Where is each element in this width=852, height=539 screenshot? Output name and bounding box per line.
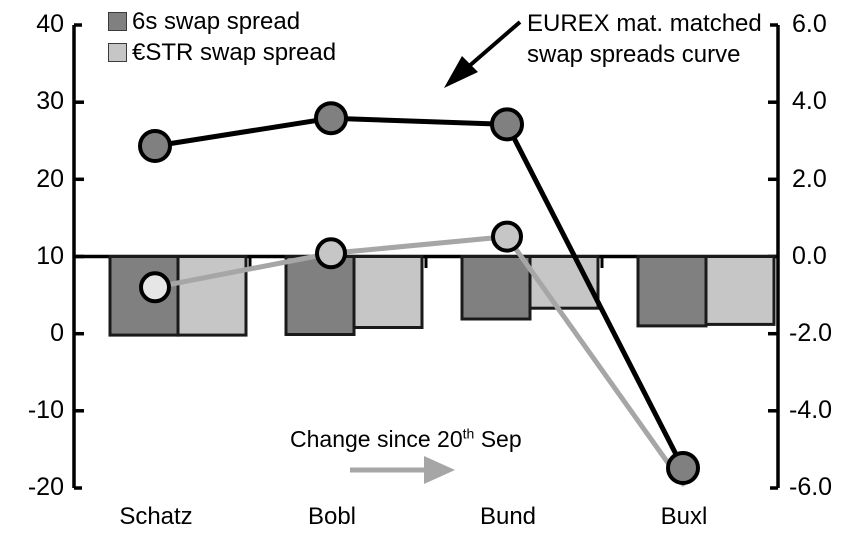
eurex-marker-schatz xyxy=(138,129,172,163)
bar-series-estr xyxy=(176,255,776,337)
right-tick-minus-6: -6.0 xyxy=(789,473,833,501)
legend-swatch-estr-icon xyxy=(108,43,127,62)
change-note-before: Change since 20 xyxy=(290,426,463,452)
left-tick-20: 20 xyxy=(36,165,64,193)
bar-series-6s xyxy=(108,255,708,337)
bar-estr-buxl xyxy=(704,255,776,326)
category-label-buxl: Buxl xyxy=(660,503,708,530)
change-arrow-icon xyxy=(350,456,455,484)
bar-estr-bobl xyxy=(352,255,424,329)
change-since-note: Change since 20th Sep xyxy=(290,425,522,452)
category-label-schatz: Schatz xyxy=(119,503,193,530)
change-note-sup: th xyxy=(462,425,475,442)
legend-swatch-6s-icon xyxy=(108,12,127,31)
legend-item-estr[interactable]: €STR swap spread xyxy=(108,37,336,68)
eurex-callout-line1: EUREX mat. matched xyxy=(527,10,762,37)
change-note-after: Sep xyxy=(474,426,522,452)
left-tick-minus-10: -10 xyxy=(27,396,64,424)
eurex-marker-bund xyxy=(490,107,524,142)
right-tick-0: 0.0 xyxy=(792,242,827,270)
bar-6s-bobl xyxy=(284,255,356,336)
bar-6s-bund xyxy=(460,255,532,321)
eurex-marker-bobl xyxy=(314,101,348,136)
left-tick-0: 0 xyxy=(50,319,64,347)
legend-label-6s: 6s swap spread xyxy=(132,7,301,35)
eurex-line xyxy=(138,101,700,485)
gray-marker-bobl xyxy=(315,237,347,270)
left-tick-minus-20: -20 xyxy=(27,473,64,501)
legend-item-6s[interactable]: 6s swap spread xyxy=(108,6,336,37)
right-tick-4: 4.0 xyxy=(792,87,827,115)
right-tick-minus-4: -4.0 xyxy=(789,396,833,424)
right-tick-minus-2: -2.0 xyxy=(789,319,833,347)
left-tick-40: 40 xyxy=(36,10,64,38)
right-tick-6: 6.0 xyxy=(792,10,827,38)
gray-marker-bund xyxy=(491,220,523,253)
category-label-bobl: Bobl xyxy=(307,503,357,530)
right-tick-2: 2.0 xyxy=(792,165,827,193)
gray-marker-schatz xyxy=(139,271,171,304)
eurex-callout-text: EUREX mat. matched swap spreads curve xyxy=(527,8,762,70)
gray-change-line xyxy=(139,220,686,487)
chart-legend: 6s swap spread €STR swap spread xyxy=(108,6,336,68)
eurex-marker-buxl xyxy=(666,451,700,485)
category-label-bund: Bund xyxy=(479,503,537,530)
bar-6s-buxl xyxy=(636,255,708,328)
bar-estr-schatz xyxy=(176,255,248,337)
left-tick-10: 10 xyxy=(36,242,64,270)
left-tick-30: 30 xyxy=(36,87,64,115)
callout-arrow-icon xyxy=(444,20,522,88)
legend-label-estr: €STR swap spread xyxy=(132,38,337,66)
eurex-callout-line2: swap spreads curve xyxy=(527,41,741,68)
